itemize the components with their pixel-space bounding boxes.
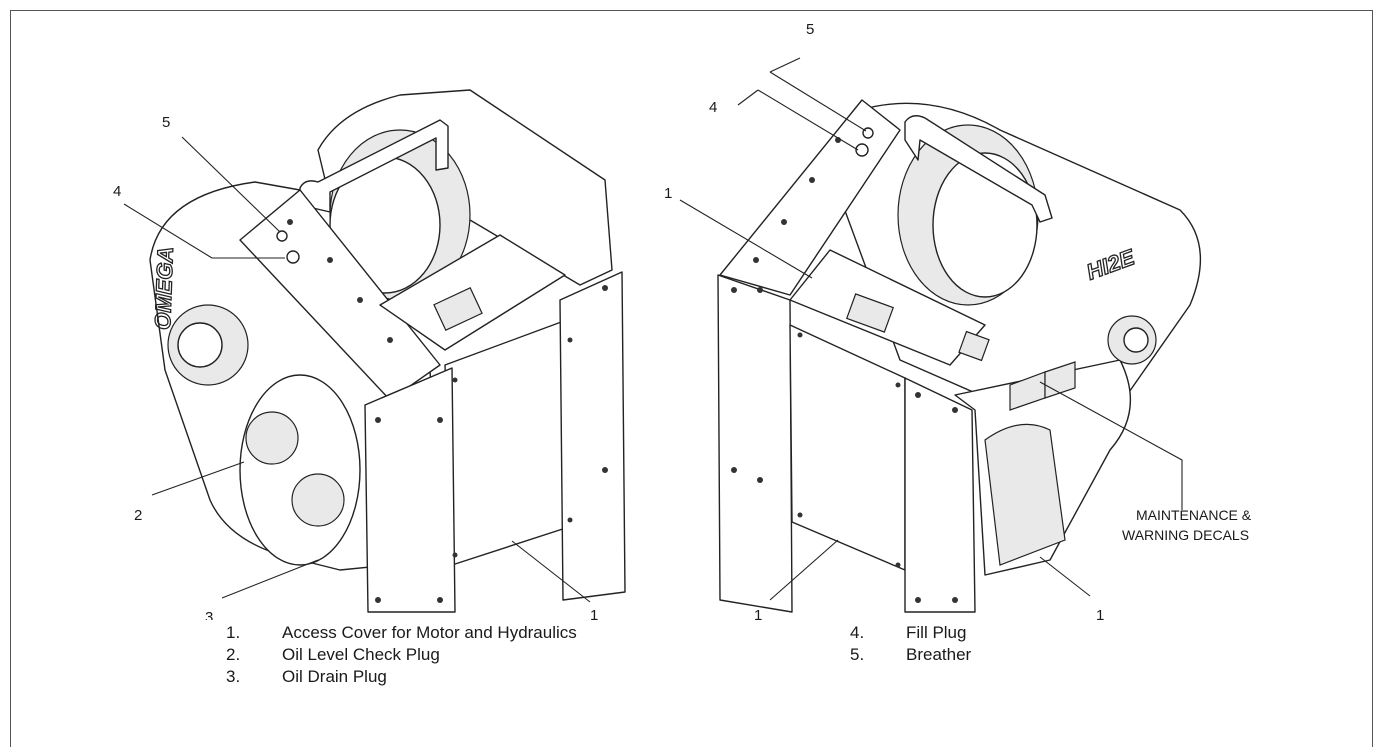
callout-left-2: 2 — [134, 507, 142, 524]
right-side-cover — [984, 423, 1066, 566]
right-access-cover — [789, 324, 906, 571]
legend-text: Breather — [906, 645, 972, 664]
callout-left-1: 1 — [590, 607, 598, 620]
left-leader-1 — [511, 540, 591, 603]
legend-text: Access Cover for Motor and Hydraulics — [282, 623, 577, 642]
legend-text: Oil Drain Plug — [282, 667, 387, 686]
callout-left-4: 4 — [113, 183, 121, 200]
left-lower-port-2 — [291, 473, 345, 527]
callout-right-1-bl: 1 — [754, 607, 762, 620]
legend-item-3: 3. Oil Drain Plug — [226, 666, 577, 688]
right-leader-5a — [769, 57, 801, 73]
left-breather — [276, 230, 288, 242]
figure-frame — [10, 10, 1373, 747]
left-bolts — [287, 219, 608, 603]
legend-number: 5. — [850, 645, 865, 664]
right-connector — [958, 330, 990, 362]
left-lower-cover — [239, 374, 361, 566]
right-leader-1-top — [679, 199, 813, 279]
legend-number: 3. — [226, 667, 241, 686]
right-leader-5b — [769, 71, 867, 132]
right-leader-4b — [757, 89, 859, 151]
left-valve-block — [433, 287, 483, 331]
left-gear-hub-inner — [177, 322, 223, 368]
legend-left-column: 1. Access Cover for Motor and Hydraulics… — [226, 622, 577, 688]
right-fill-plug — [855, 143, 869, 157]
left-leader-2 — [151, 461, 245, 496]
legend-number: 2. — [226, 645, 241, 664]
left-lower-port-1 — [245, 411, 299, 465]
right-handle — [904, 115, 1053, 223]
left-handle — [299, 119, 449, 213]
legend-item-5: 5. Breather — [850, 644, 971, 666]
legend-item-1: 1. Access Cover for Motor and Hydraulics — [226, 622, 577, 644]
right-leader-1-bl — [769, 539, 839, 601]
legend-item-4: 4. Fill Plug — [850, 622, 971, 644]
right-mount-plate-left — [717, 274, 793, 613]
legend-item-2: 2. Oil Level Check Plug — [226, 644, 577, 666]
decal-label-line1: MAINTENANCE & — [1136, 507, 1252, 523]
legend-text: Fill Plug — [906, 623, 967, 642]
callout-left-3: 3 — [205, 609, 213, 620]
left-leader-3 — [221, 559, 319, 599]
left-leader-4 — [123, 203, 213, 259]
left-mount-plate-back — [559, 271, 626, 601]
left-mount-plate-front — [364, 367, 456, 613]
left-top-plate — [239, 189, 441, 401]
callout-left-5: 5 — [162, 114, 170, 131]
right-valve-block — [845, 293, 895, 333]
left-fill-plug — [286, 250, 300, 264]
right-shaft-cap-inner — [1123, 327, 1149, 353]
right-leader-4a — [737, 89, 759, 106]
right-mount-plate-right — [904, 377, 976, 613]
legend-text: Oil Level Check Plug — [282, 645, 440, 664]
callout-right-5: 5 — [806, 21, 814, 38]
left-winch: OMEGA — [123, 89, 626, 613]
callout-right-4: 4 — [709, 99, 717, 116]
left-logo: OMEGA — [150, 246, 178, 330]
left-leader-5 — [181, 136, 281, 233]
legend-number: 4. — [850, 623, 865, 642]
legend-right-column: 4. Fill Plug 5. Breather — [850, 622, 971, 666]
legend-number: 1. — [226, 623, 241, 642]
left-access-cover — [444, 317, 576, 566]
callout-right-1-br: 1 — [1096, 607, 1104, 620]
decal-label-line2: WARNING DECALS — [1122, 527, 1249, 543]
right-winch: HI2E — [679, 57, 1202, 613]
right-leader-decal — [1039, 381, 1183, 510]
right-leader-1-br — [1039, 556, 1091, 597]
callout-right-1-top: 1 — [664, 185, 672, 202]
winch-illustration: OMEGA — [113, 21, 1252, 620]
